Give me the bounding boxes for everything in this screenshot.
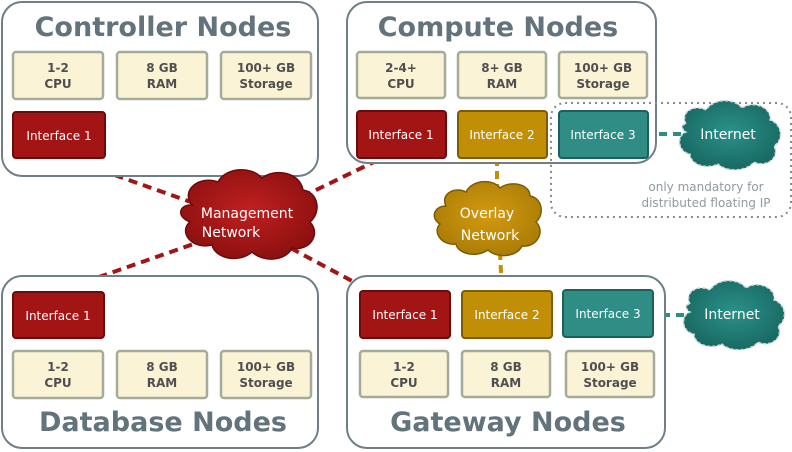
gateway-interface-2: Interface 2 <box>461 290 553 339</box>
overlay-cloud-shape <box>433 180 542 257</box>
compute-storage-spec: 100+ GB Storage <box>557 50 649 100</box>
interface-label: Interface 3 <box>575 307 640 321</box>
interface-label: Interface 2 <box>474 308 539 322</box>
spec-label: Storage <box>239 77 292 91</box>
spec-label: RAM <box>491 376 521 390</box>
spec-value: 100+ GB <box>574 61 632 75</box>
interface-label: Interface 1 <box>368 128 433 142</box>
optional-note-line2: distributed floating IP <box>641 196 770 210</box>
overlay-label-line1: Overlay <box>460 206 514 222</box>
link-database-management <box>55 238 206 294</box>
database-nodes-panel: Database Nodes Interface 1 1-2 CPU 8 GB … <box>1 275 319 449</box>
compute-interface-3: Interface 3 <box>558 110 649 159</box>
internet-top-shape <box>678 100 782 171</box>
overlay-label-line2: Network <box>461 228 520 244</box>
spec-value: 8 GB <box>146 61 178 75</box>
spec-label: CPU <box>44 77 71 91</box>
spec-label: Storage <box>576 77 629 91</box>
management-label-line2: Network <box>202 225 261 241</box>
gateway-title: Gateway Nodes <box>390 407 626 438</box>
management-label-line1: Management <box>201 206 294 222</box>
controller-title: Controller Nodes <box>35 12 292 43</box>
compute-ram-spec: 8+ GB RAM <box>456 50 548 100</box>
spec-value: 8 GB <box>490 360 522 374</box>
compute-interface-1: Interface 1 <box>356 110 447 159</box>
database-interface-1: Interface 1 <box>12 291 105 339</box>
spec-label: CPU <box>390 376 417 390</box>
spec-value: 8 GB <box>146 360 178 374</box>
controller-storage-spec: 100+ GB Storage <box>219 50 313 101</box>
spec-label: CPU <box>44 376 71 390</box>
link-compute-management <box>284 158 379 207</box>
gateway-storage-spec: 100+ GB Storage <box>564 349 656 399</box>
spec-value: 1-2 <box>393 360 415 374</box>
controller-cpu-spec: 1-2 CPU <box>11 50 105 101</box>
spec-value: 2-4+ <box>385 61 417 75</box>
interface-label: Interface 3 <box>570 128 635 142</box>
internet-cloud-top: Internet <box>678 100 782 171</box>
database-ram-spec: 8 GB RAM <box>115 349 209 400</box>
overlay-network-cloud: Overlay Network <box>433 180 542 257</box>
compute-interface-2: Interface 2 <box>457 110 548 159</box>
gateway-nodes-panel: Gateway Nodes Interface 1 Interface 2 In… <box>346 275 666 449</box>
spec-label: CPU <box>387 77 414 91</box>
spec-label: RAM <box>147 77 177 91</box>
optional-region-border <box>550 102 792 218</box>
spec-value: 100+ GB <box>237 360 295 374</box>
interface-label: Interface 1 <box>372 308 437 322</box>
spec-label: RAM <box>487 77 517 91</box>
spec-value: 8+ GB <box>481 61 523 75</box>
controller-nodes-panel: Controller Nodes 1-2 CPU 8 GB RAM 100+ G… <box>1 1 319 177</box>
compute-title: Compute Nodes <box>378 12 619 43</box>
compute-cpu-spec: 2-4+ CPU <box>355 50 447 100</box>
gateway-ram-spec: 8 GB RAM <box>460 349 552 399</box>
spec-value: 1-2 <box>47 61 69 75</box>
spec-label: Storage <box>583 376 636 390</box>
management-cloud-shape <box>180 169 318 260</box>
compute-nodes-panel: Compute Nodes 2-4+ CPU 8+ GB RAM 100+ GB… <box>346 1 657 164</box>
database-title: Database Nodes <box>39 407 287 438</box>
spec-label: Storage <box>239 376 292 390</box>
internet-bottom-label: Internet <box>704 307 760 323</box>
gateway-interface-3: Interface 3 <box>562 289 654 338</box>
optional-note-line1: only mandatory for <box>648 180 763 194</box>
controller-interface-1: Interface 1 <box>12 111 106 159</box>
link-controller-management <box>57 153 206 209</box>
database-storage-spec: 100+ GB Storage <box>219 349 313 400</box>
internet-bottom-shape <box>682 280 786 351</box>
interface-label: Interface 2 <box>469 128 534 142</box>
spec-value: 100+ GB <box>237 61 295 75</box>
optional-region: only mandatory for distributed floating … <box>550 102 792 218</box>
gateway-cpu-spec: 1-2 CPU <box>358 349 450 399</box>
connection-lines <box>55 132 690 317</box>
database-cpu-spec: 1-2 CPU <box>11 349 105 400</box>
spec-value: 100+ GB <box>581 360 639 374</box>
spec-value: 1-2 <box>47 360 69 374</box>
internet-cloud-bottom: Internet <box>682 280 786 351</box>
management-network-cloud: Management Network <box>180 169 318 260</box>
spec-label: RAM <box>147 376 177 390</box>
interface-label: Interface 1 <box>25 309 90 323</box>
gateway-interface-1: Interface 1 <box>359 290 451 339</box>
interface-label: Interface 1 <box>26 129 91 143</box>
internet-top-label: Internet <box>700 127 756 143</box>
controller-ram-spec: 8 GB RAM <box>115 50 209 101</box>
